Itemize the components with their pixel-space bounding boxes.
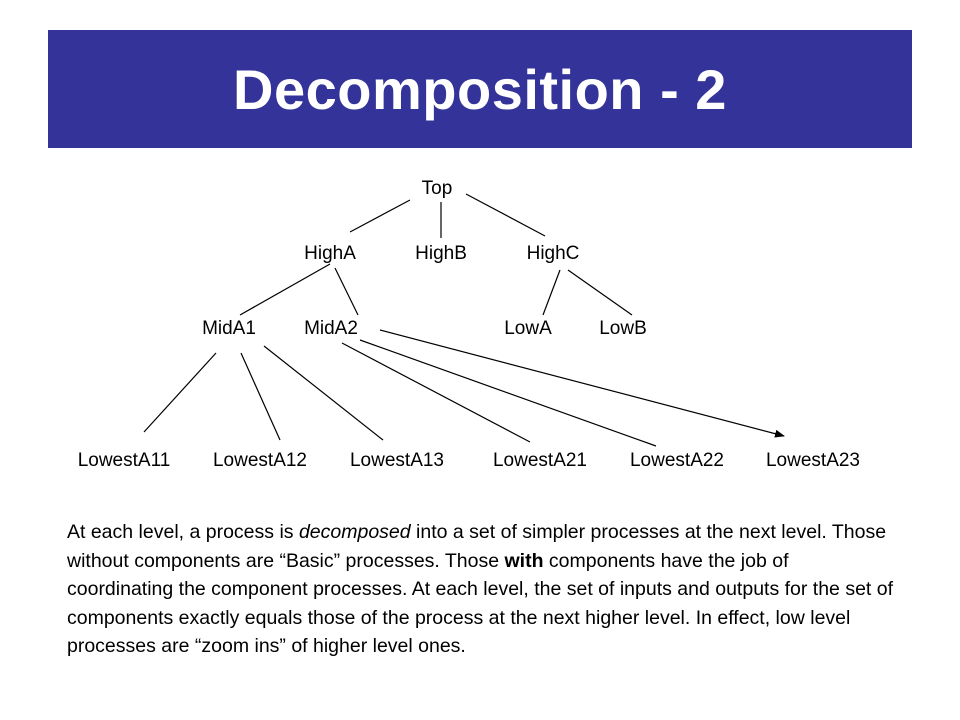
edge-mida2-lowesta21: [341, 342, 531, 443]
edge-mida1-lowesta11: [143, 352, 217, 433]
paragraph-text-2: into a set of simpler processes at the n…: [67, 521, 887, 572]
node-mida2: MidA2: [304, 318, 358, 339]
node-lowesta12: LowestA12: [212, 450, 308, 471]
node-lowesta22: LowestA22: [629, 450, 725, 471]
node-lowesta21: LowestA21: [492, 450, 588, 471]
slide-title: Decomposition - 2: [233, 57, 727, 121]
edge-higha-mida2: [334, 267, 359, 316]
node-lowa: LowA: [504, 318, 552, 339]
node-highc: HighC: [526, 243, 580, 264]
node-highb: HighB: [415, 243, 467, 264]
node-lowb: LowB: [599, 318, 647, 339]
node-lowesta11: LowestA11: [77, 450, 171, 471]
node-higha: HighA: [304, 243, 356, 264]
edge-top-highc: [465, 193, 546, 237]
edge-mida1-lowesta12: [240, 352, 281, 441]
paragraph-emphasis: decomposed: [298, 521, 411, 543]
title-banner: Decomposition - 2: [48, 30, 912, 148]
paragraph-text-1: At each level, a process is: [67, 521, 299, 543]
edge-mida2-lowesta23-arrow: [379, 329, 785, 438]
paragraph-text-3: components have the job of coordinating …: [67, 549, 894, 658]
edge-highc-lowb: [567, 269, 633, 316]
node-lowesta23: LowestA23: [765, 450, 861, 471]
node-mida1: MidA1: [202, 318, 256, 339]
node-lowesta13: LowestA13: [349, 450, 445, 471]
paragraph-bold: with: [504, 549, 544, 572]
node-top: Top: [421, 178, 453, 199]
edge-higha-mida1: [239, 263, 331, 316]
edge-highc-lowa: [542, 269, 561, 316]
edge-mida2-lowesta22: [359, 339, 657, 447]
edge-top-higha: [349, 199, 411, 233]
description-paragraph: At each level, a process is decomposed i…: [67, 518, 897, 661]
edge-mida1-lowesta13: [263, 345, 384, 441]
